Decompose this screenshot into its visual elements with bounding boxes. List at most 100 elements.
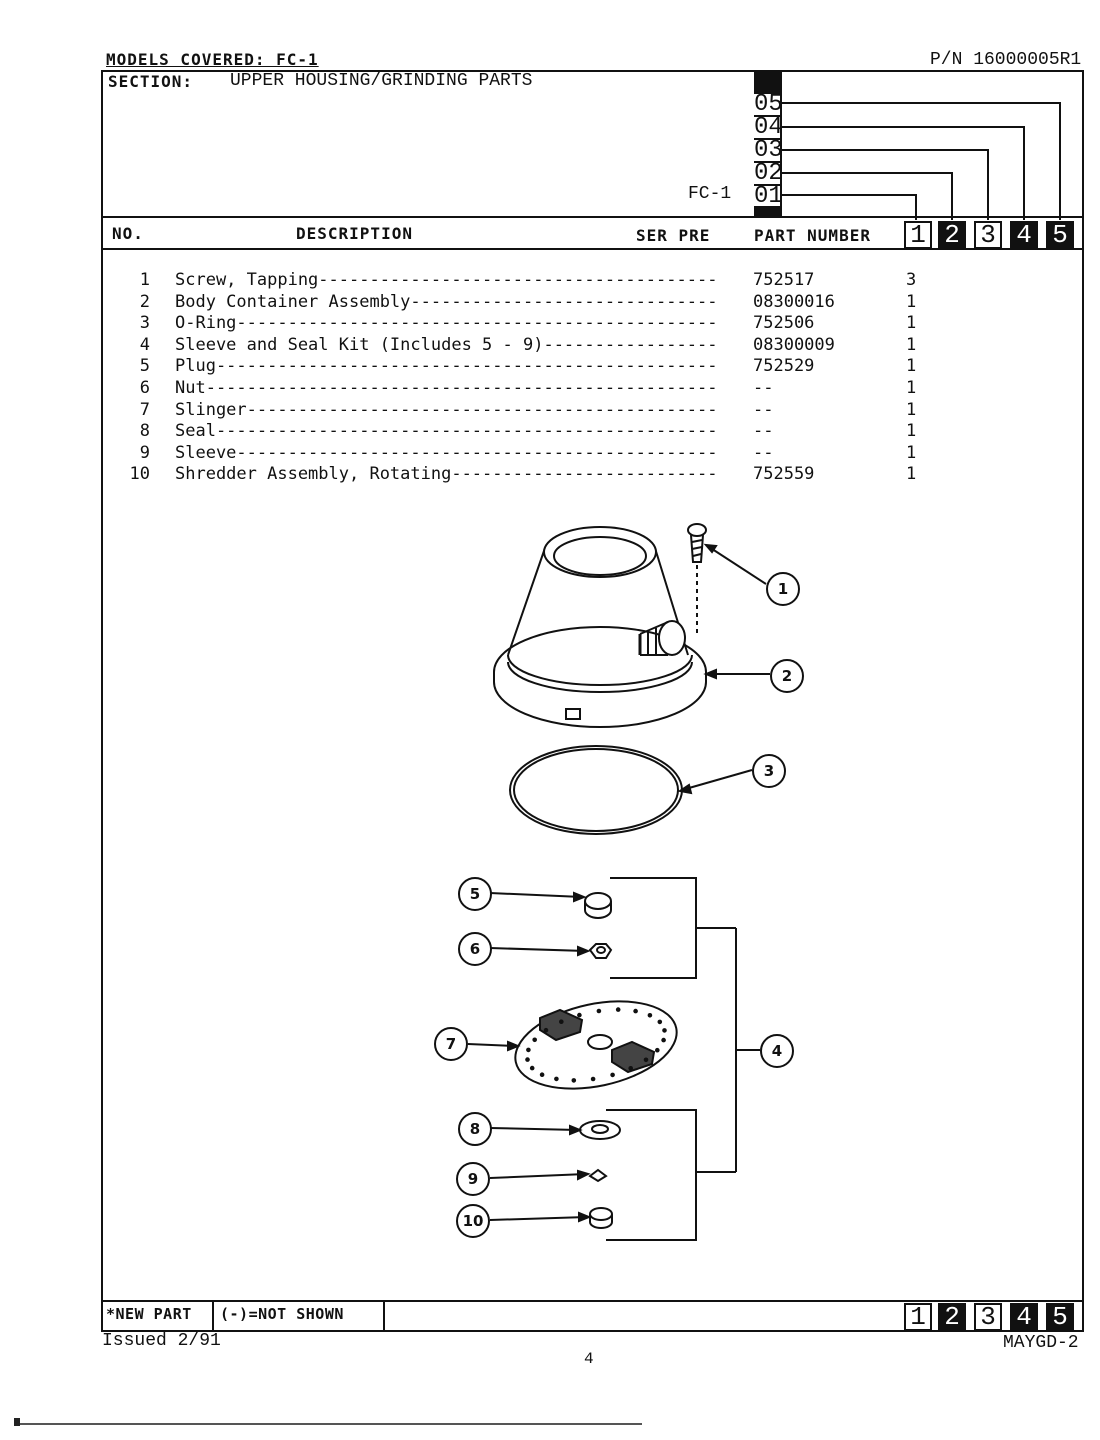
callout-9: 9 [456, 1162, 490, 1196]
version-04: 04 [754, 114, 783, 141]
part-qty: 1 [906, 421, 917, 442]
version-05: 05 [754, 91, 783, 118]
version-ladder-bar-top [754, 72, 782, 92]
exploded-diagram [467, 523, 770, 1241]
model-col-2: 2 [938, 221, 966, 249]
part-description: Sleeve and Seal Kit (Includes 5 - 9)----… [175, 334, 720, 355]
shredder-hole [661, 1037, 666, 1043]
shredder-hole [526, 1047, 531, 1053]
screw-drawing [687, 523, 707, 636]
section-label: SECTION: [108, 72, 194, 91]
shredder-hole [628, 1066, 633, 1071]
kit-brackets [606, 877, 760, 1241]
model-col-5: 5 [1046, 221, 1074, 249]
part-qty: 1 [906, 442, 917, 463]
part-qty: 1 [906, 464, 917, 485]
callout-7: 7 [434, 1027, 468, 1061]
shredder-hole [529, 1065, 535, 1071]
shredder-plate-drawing [514, 1000, 678, 1090]
footer-col-1: 1 [904, 1303, 932, 1331]
footer-divider-2 [383, 1300, 385, 1332]
part-description: Screw, Tapping--------------------------… [175, 270, 720, 290]
callout-3: 3 [752, 754, 786, 788]
part-description: Plug------------------------------------… [175, 356, 720, 377]
shredder-hole [596, 1008, 602, 1014]
part-no: 2 [139, 291, 150, 312]
part-number: 752517 [753, 270, 815, 290]
part-description: Sleeve----------------------------------… [175, 442, 720, 463]
footer-rule [101, 1300, 1084, 1302]
part-description: Shredder Assembly, Rotating-------------… [175, 464, 720, 485]
version-leaders [782, 102, 1061, 220]
part-number: -- [753, 421, 774, 442]
part-no: 6 [139, 378, 150, 398]
part-qty: 1 [906, 313, 917, 334]
shredder-hole [577, 1012, 582, 1018]
scan-edge-line [14, 1423, 642, 1425]
part-qty: 1 [906, 334, 917, 355]
callout-2: 2 [770, 659, 804, 693]
part-row: 6 Nut------------------------------------… [110, 378, 930, 400]
col-no: NO. [112, 224, 144, 243]
part-number-ref: P/N 16000005R1 [930, 50, 1082, 70]
part-number: 08300016 [753, 291, 835, 312]
shredder-hole [554, 1076, 559, 1082]
page-number: 4 [584, 1350, 594, 1368]
version-01: 01 [754, 183, 783, 210]
part-no: 7 [139, 399, 150, 420]
shredder-hole [590, 1076, 596, 1082]
part-number: -- [753, 378, 774, 398]
callout-1: 1 [766, 572, 800, 606]
callout-8: 8 [458, 1112, 492, 1146]
part-description: O-Ring----------------------------------… [175, 313, 720, 334]
o-ring-drawing [509, 745, 683, 835]
callout-6: 6 [458, 932, 492, 966]
col-part-number: PART NUMBER [754, 226, 871, 245]
doc-code: MAYGD-2 [1003, 1333, 1079, 1353]
part-number: 08300009 [753, 334, 835, 355]
scan-edge-mark [14, 1418, 20, 1426]
part-number: 752559 [753, 464, 815, 485]
leader-lines [467, 543, 770, 1223]
part-no: 5 [139, 356, 150, 377]
col-description: DESCRIPTION [296, 224, 413, 243]
shredder-hole [525, 1057, 530, 1062]
part-number: 752506 [753, 313, 815, 334]
page-frame [101, 70, 1084, 1332]
part-no: 3 [139, 313, 150, 334]
part-qty: 1 [906, 378, 917, 398]
header-rule-top [101, 216, 1084, 218]
section-title: UPPER HOUSING/GRINDING PARTS [230, 71, 533, 91]
shredder-hole [559, 1019, 564, 1024]
part-number: -- [753, 442, 774, 463]
shredder-hole [571, 1078, 577, 1083]
part-no: 9 [139, 442, 150, 463]
part-number: 752529 [753, 356, 815, 377]
part-description: Seal------------------------------------… [175, 421, 720, 442]
shredder-hole [657, 1019, 663, 1025]
slinger-drawing [579, 1120, 621, 1140]
footer-col-5: 5 [1046, 1303, 1074, 1331]
part-row: 3 O-Ring---------------------------------… [110, 313, 930, 335]
shredder-hole [543, 1027, 549, 1033]
footer-col-4: 4 [1010, 1303, 1038, 1331]
model-col-1: 1 [904, 221, 932, 249]
footer-col-2: 2 [938, 1303, 966, 1331]
part-qty: 1 [906, 399, 917, 420]
version-ladder-edge [780, 72, 782, 218]
footer-col-3: 3 [974, 1303, 1002, 1331]
part-description: Nut-------------------------------------… [175, 378, 720, 398]
part-qty: 1 [906, 356, 917, 377]
model-col-3: 3 [974, 221, 1002, 249]
callout-5: 5 [458, 877, 492, 911]
part-qty: 1 [906, 291, 917, 312]
shredder-hole [532, 1037, 537, 1043]
plug-drawing [584, 892, 612, 919]
model-label: FC-1 [688, 184, 732, 204]
model-col-4: 4 [1010, 221, 1038, 249]
shredder-hole [615, 1007, 621, 1012]
